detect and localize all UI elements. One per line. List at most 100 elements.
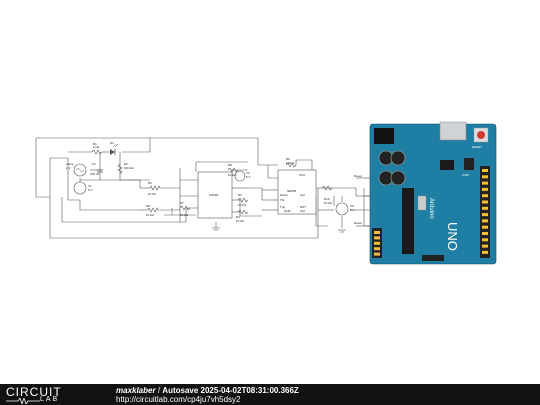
arduino-icsp-label: ICSP <box>462 173 469 177</box>
resistor-r8 <box>227 167 239 173</box>
footer-bar: CIRCUIT LAB maxklaber / Autosave 2025-04… <box>0 384 540 405</box>
capacitor-2 <box>390 150 406 166</box>
power-pins <box>374 231 380 256</box>
resistor-r9 <box>285 162 297 168</box>
digital-header <box>480 166 490 258</box>
digital-pin <box>482 232 488 235</box>
label-v1-val: 5 V <box>88 188 93 192</box>
digital-pin <box>482 238 488 242</box>
resistor-r2 <box>117 163 123 175</box>
power-pin <box>374 241 380 245</box>
resistor-r4 <box>237 209 249 215</box>
label-d1: D1 <box>110 141 114 145</box>
label-r2: R2 <box>124 162 128 166</box>
resistor-r10 <box>321 185 333 191</box>
circuit-url[interactable]: http://circuitlab.com/cp4ju7vh5dsy2 <box>116 395 241 404</box>
digital-pin <box>482 187 488 191</box>
wires <box>35 137 372 239</box>
label-ic2: NE555 <box>287 189 297 193</box>
digital-pin <box>482 200 488 204</box>
label-v2: V2 <box>246 171 250 175</box>
digital-pin <box>482 225 488 229</box>
label-r3: R3 <box>238 193 242 197</box>
label-pin-out: Out <box>300 193 305 197</box>
label-pin-trig: Trig <box>280 205 285 209</box>
resistor-r7 <box>179 205 191 211</box>
resistor-r1 <box>91 149 103 155</box>
label-r9-val: 100 Ω <box>286 161 295 165</box>
logo-lab: LAB <box>40 396 60 403</box>
logo-resistor-icon <box>6 398 40 404</box>
source-v2 <box>234 170 246 182</box>
resistor-r6 <box>147 207 159 213</box>
icsp-header <box>464 158 474 170</box>
digital-pin <box>482 213 488 217</box>
schematic-canvas[interactable]: R1 1 kΩ D1 C1 100 nF R2 100 kΩ Vsine 1 V… <box>0 0 540 384</box>
ic-lm393 <box>197 171 233 219</box>
digital-pin <box>482 250 488 254</box>
label-reset: Reset <box>354 174 362 178</box>
crystal <box>417 195 427 211</box>
digital-pin <box>482 169 488 172</box>
digital-pin <box>482 244 488 248</box>
label-v1: V1 <box>88 184 92 188</box>
arduino-brand: Arduino <box>428 198 434 219</box>
label-v2-val: 5 V <box>246 175 251 179</box>
label-r1-val: 1 kΩ <box>93 145 100 149</box>
arduino-board[interactable] <box>369 121 497 265</box>
atmega-chip <box>402 188 414 254</box>
capacitor-4 <box>390 170 406 186</box>
arduino-reset-label: RESET <box>472 145 482 149</box>
schematic-svg: R1 1 kΩ D1 C1 100 nF R2 100 kΩ Vsine 1 V… <box>35 121 497 265</box>
label-r6-val: 10 kΩ <box>146 213 155 217</box>
label-v3-val: 5 V <box>350 208 355 212</box>
label-r3-val: 10 kΩ <box>238 203 247 207</box>
label-c1-val: 100 nF <box>90 172 100 176</box>
label-r10: R10 <box>324 197 330 201</box>
circuit-title: Autosave 2025-04-02T08:31:00.366Z <box>162 386 299 395</box>
small-chip <box>440 160 454 170</box>
ic-ne555 <box>277 169 317 215</box>
header-bottom <box>422 255 444 261</box>
label-reset-2: Reset <box>354 221 362 225</box>
power-jack <box>374 128 394 144</box>
capacitor-c1 <box>97 169 103 173</box>
label-pin-ctrl: Ctrl <box>300 209 305 213</box>
power-pin <box>374 252 380 256</box>
label-r10-val: 10 kΩ <box>324 201 333 205</box>
digital-pin <box>482 175 488 179</box>
label-r8: R8 <box>228 163 232 167</box>
digital-pin <box>482 206 488 210</box>
label-r4: R4 <box>236 215 240 219</box>
ground-symbols <box>212 227 346 233</box>
label-c1: C1 <box>92 162 96 166</box>
author-link[interactable]: maxklaber <box>116 386 156 395</box>
label-r7-val: 10 kΩ <box>180 213 189 217</box>
arduino-model: UNO <box>445 222 460 251</box>
label-r9: R9 <box>286 157 290 161</box>
label-r7: R7 <box>180 201 184 205</box>
label-r2-val: 100 kΩ <box>124 166 134 170</box>
label-vsine: Vsine <box>66 162 74 166</box>
label-r5: R5 <box>148 181 152 185</box>
label-r1: R1 <box>93 142 97 146</box>
diode-d1 <box>110 143 119 155</box>
digital-pin <box>482 194 488 198</box>
digital-pins <box>482 169 488 254</box>
label-pin-vcc: VCC <box>299 173 306 177</box>
label-pin-disch: Disch <box>280 193 288 197</box>
logo-circuit: CIRCUIT <box>6 385 62 399</box>
label-vsine-val: 1 V <box>66 166 71 170</box>
credit-separator: / <box>157 386 161 395</box>
label-pin-rst: RST <box>300 205 306 209</box>
resistor-r5 <box>149 185 161 191</box>
resistor-r3 <box>237 197 249 203</box>
label-pin-gnd: GND <box>284 209 292 213</box>
source-v3 <box>335 202 349 216</box>
label-r6: R6 <box>146 204 150 208</box>
digital-pin <box>482 181 488 185</box>
credit-line: maxklaber / Autosave 2025-04-02T08:31:00… <box>116 386 299 395</box>
source-v1 <box>73 181 87 195</box>
power-pin <box>374 247 380 251</box>
component-labels: R1 1 kΩ D1 C1 100 nF R2 100 kΩ Vsine 1 V… <box>66 141 362 225</box>
